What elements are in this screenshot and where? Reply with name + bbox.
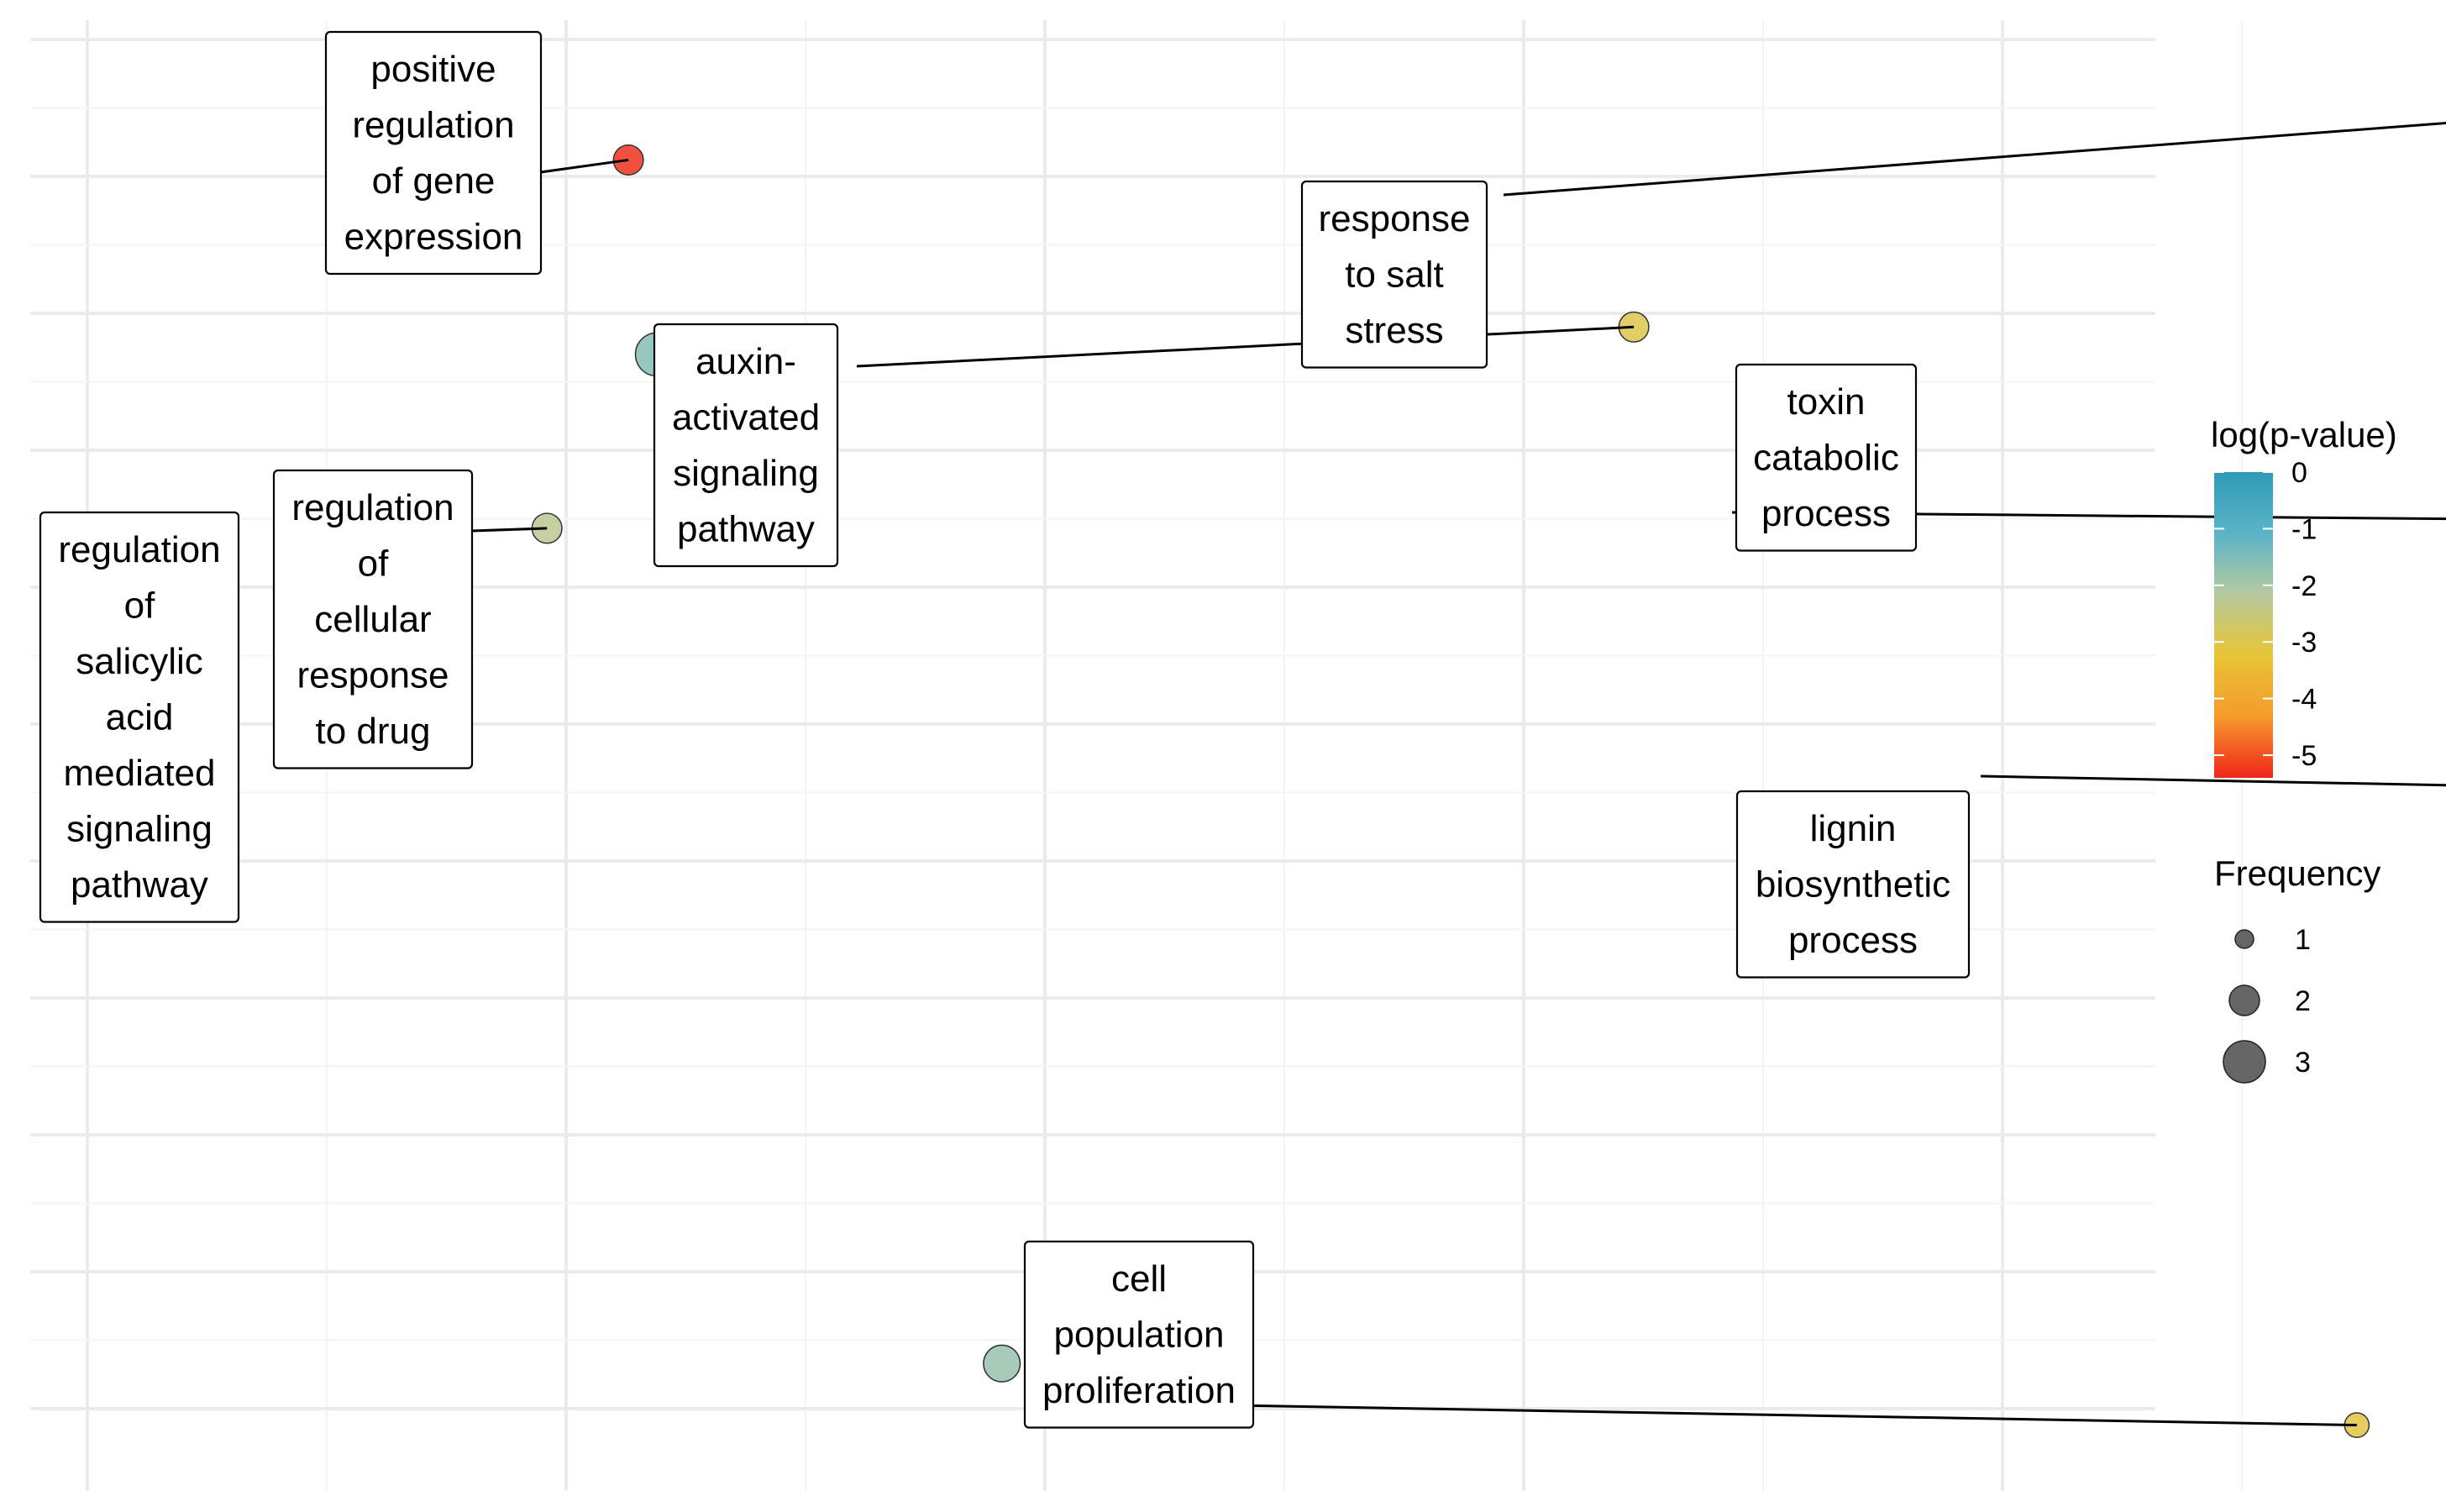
label-leader-line: [1182, 1403, 2357, 1427]
term-label-line: regulation: [352, 105, 514, 146]
term-label: regulation of cellular response to drug: [272, 469, 548, 769]
term-label-line: to salt: [1345, 255, 1443, 296]
term-label-line: cellular: [314, 599, 431, 640]
term-label-line: of: [124, 585, 155, 627]
term-label: auxin-activated signaling pathway: [653, 323, 1635, 568]
term-label: cell population proliferation: [1023, 1240, 2357, 1429]
term-label-box: [1735, 363, 1918, 552]
term-label-box: [324, 30, 543, 276]
color-legend-tick-label: -3: [2291, 627, 2317, 659]
size-legend-label: 3: [2295, 1047, 2311, 1079]
term-label-line: cell: [1111, 1258, 1167, 1299]
term-label-box: [39, 511, 240, 923]
color-legend: log(p-value) 0 -1 -2 -3 -4 -5: [2211, 415, 2397, 778]
term-label-line: acid: [106, 697, 174, 738]
label-leader-line: [856, 325, 1635, 368]
term-label-box: [1023, 1240, 1255, 1429]
term-label-box: [272, 469, 474, 769]
term-label-line: stress: [1345, 310, 1443, 351]
color-legend-tick-label: -5: [2291, 740, 2317, 772]
term-label-line: mediated: [63, 753, 215, 794]
term-label-line: activated: [672, 397, 820, 438]
term-label-line: response: [1318, 198, 1470, 239]
term-label-line: pathway: [71, 864, 208, 906]
term-label-line: process: [1761, 493, 1891, 534]
term-labels: positive regulation of gene expression regul…: [39, 30, 2446, 1429]
size-legend-key: [2223, 1040, 2266, 1084]
term-label: regulation of salicylic acid mediated signali…: [39, 511, 240, 923]
term-label-line: signaling: [673, 453, 819, 494]
term-label-line: catabolic: [1753, 438, 1899, 479]
term-label-box: [1300, 180, 1488, 369]
term-label-line: regulation: [291, 487, 454, 528]
term-label-box: [1735, 790, 1971, 979]
color-legend-title: log(p-value): [2211, 415, 2397, 454]
color-legend-bar: [2214, 472, 2273, 778]
size-legend-label: 2: [2295, 985, 2311, 1017]
size-legend-label: 1: [2295, 924, 2311, 956]
term-label: response to salt stress: [1300, 121, 2446, 369]
term-label-line: response: [297, 655, 449, 696]
term-label-line: auxin-: [695, 341, 796, 382]
color-legend-tick-label: -1: [2291, 513, 2317, 545]
term-label-line: regulation: [58, 529, 220, 570]
size-legend-key: [2228, 984, 2260, 1016]
term-label-line: pathway: [677, 509, 815, 550]
term-label-line: lignin: [1810, 808, 1897, 849]
term-label-line: proliferation: [1042, 1370, 1236, 1411]
term-label-line: salicylic: [76, 641, 203, 682]
term-label-line: expression: [344, 217, 523, 258]
color-legend-tick-label: -4: [2291, 684, 2317, 716]
term-label-line: toxin: [1787, 381, 1866, 423]
size-legend: Frequency 1 2 3: [2214, 853, 2380, 1084]
term-label-line: process: [1788, 920, 1918, 961]
term-label-line: to drug: [316, 711, 431, 752]
term-label-line: signaling: [66, 809, 213, 850]
term-label: toxin catabolic process: [1731, 363, 2446, 552]
term-label: lignin biosynthetic process: [1735, 774, 2446, 979]
term-label-box: [653, 323, 839, 568]
label-leader-line: [1731, 511, 2446, 521]
color-legend-tick-label: 0: [2291, 457, 2307, 489]
label-leader-line: [1503, 121, 2446, 197]
data-point: [983, 1344, 1021, 1383]
term-label-line: of gene: [372, 160, 496, 202]
color-legend-tick-label: -2: [2291, 570, 2317, 602]
size-legend-key: [2234, 929, 2254, 949]
label-leader-line: [1980, 774, 2446, 787]
term-label-line: positive: [370, 49, 496, 90]
term-label-line: population: [1053, 1315, 1224, 1356]
term-label-line: of: [358, 543, 389, 585]
size-legend-title: Frequency: [2214, 853, 2380, 893]
term-label-line: biosynthetic: [1756, 864, 1950, 906]
term-label: positive regulation of gene expression: [324, 30, 629, 276]
